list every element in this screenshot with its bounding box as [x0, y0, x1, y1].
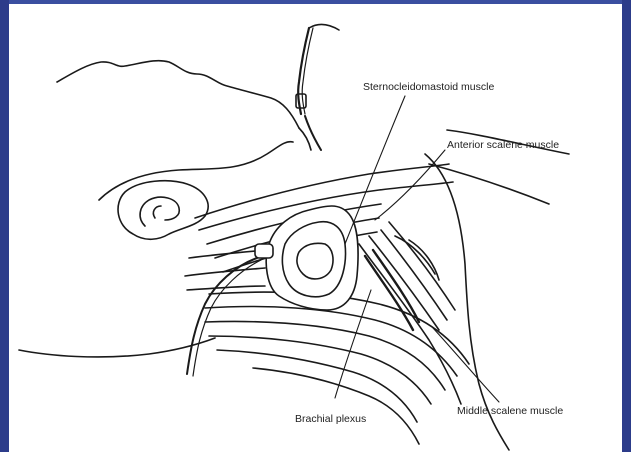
- oxygen-mask-outer: [266, 206, 358, 310]
- mask-port: [255, 244, 273, 258]
- mask-tube: [187, 258, 257, 374]
- neck-anatomy-illustration: Sternocleidomastoid muscle Anterior scal…: [9, 4, 622, 452]
- face-profile: [57, 61, 299, 128]
- chin-line: [299, 128, 311, 150]
- ear-inner: [140, 197, 179, 226]
- illustration-canvas: Sternocleidomastoid muscle Anterior scal…: [9, 4, 622, 452]
- back-contour: [19, 338, 215, 357]
- label-sternocleidomastoid: Sternocleidomastoid muscle: [363, 81, 494, 93]
- head-contour: [99, 142, 293, 200]
- ear-outer: [118, 181, 208, 240]
- slide-left-border: [0, 0, 9, 452]
- slide-right-border: [622, 0, 631, 452]
- leader-anterior-scalene: [375, 150, 445, 220]
- breathing-tube: [298, 28, 309, 114]
- label-anterior-scalene: Anterior scalene muscle: [447, 139, 559, 151]
- label-middle-scalene: Middle scalene muscle: [457, 405, 563, 417]
- label-brachial-plexus: Brachial plexus: [295, 413, 366, 425]
